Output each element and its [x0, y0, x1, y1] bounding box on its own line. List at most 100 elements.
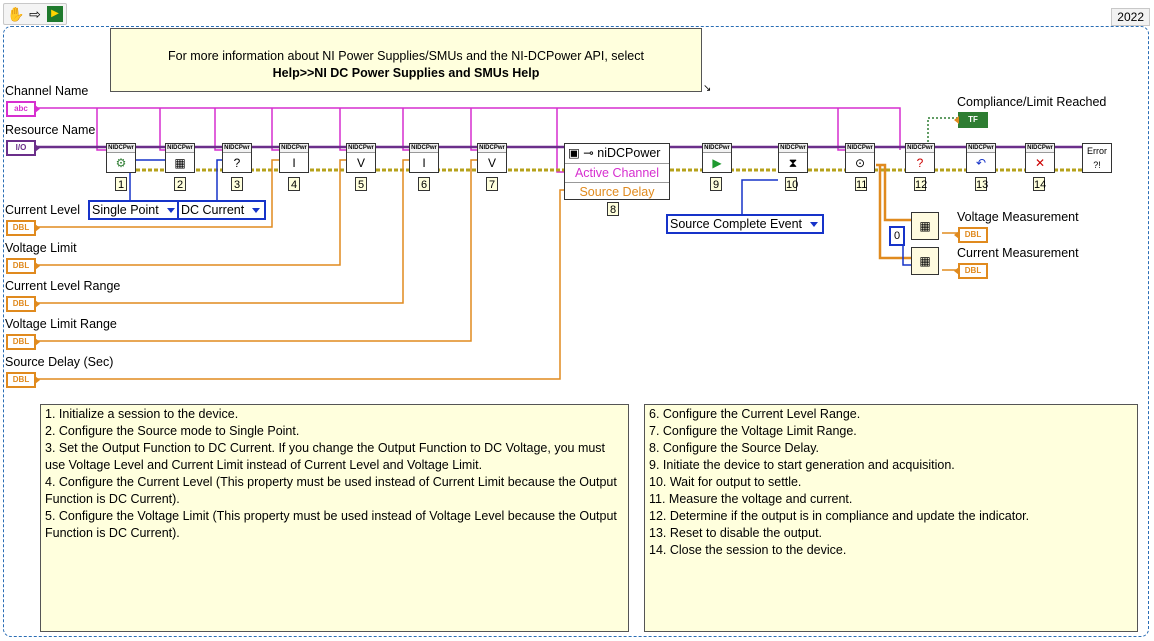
steps-comment-left: 1. Initialize a session to the device. 2… [40, 404, 629, 632]
wait-event-ring[interactable]: Source Complete Event [666, 214, 825, 234]
reference-icon: ▣ ⊸ [568, 146, 594, 160]
hourglass-icon: ⧗ [788, 156, 798, 170]
step-text: 11. Measure the voltage and current. [649, 492, 853, 506]
step-text: 6. Configure the Current Level Range. [649, 407, 861, 421]
compliance-indicator: TF [954, 112, 988, 128]
step-number: 5 [355, 177, 367, 191]
step-number: 6 [418, 177, 430, 191]
step-number: 1 [115, 177, 127, 191]
current-measurement-indicator: DBL [954, 263, 988, 279]
step-number: 12 [914, 177, 928, 191]
voltage-limit-icon: V [356, 156, 365, 170]
subvi-header: NIDCPwr [846, 144, 874, 153]
channel-name-label: Channel Name [5, 84, 89, 98]
info-line-1: For more information about NI Power Supp… [168, 49, 644, 63]
block-diagram-frame [3, 26, 1149, 637]
compliance-icon: ? [916, 156, 924, 170]
resize-corner-icon: ↘ [703, 83, 712, 94]
measure-icon: ⊙ [854, 156, 866, 170]
step-number: 9 [710, 177, 722, 191]
step-text: 2. Configure the Source mode to Single P… [45, 424, 300, 438]
step-number: 7 [486, 177, 498, 191]
subvi-header: NIDCPwr [478, 144, 506, 153]
close-icon: ✕ [1034, 156, 1046, 170]
output-function-icon: ? [233, 156, 241, 170]
subvi-header: NIDCPwr [347, 144, 375, 153]
initiate-subvi[interactable]: NIDCPwr▶ [702, 143, 732, 173]
subvi-header: NIDCPwr [410, 144, 438, 153]
index-array-current[interactable]: ▦ [911, 247, 939, 275]
output-function-ring[interactable]: DC Current [177, 200, 267, 220]
property-node[interactable]: ▣ ⊸ niDCPower Active Channel Source Dela… [564, 143, 670, 200]
initiate-icon: ▶ [712, 156, 722, 170]
subvi-header: NIDCPwr [1026, 144, 1054, 153]
current-range-icon: I [422, 156, 426, 170]
step-text: 12. Determine if the output is in compli… [649, 509, 1030, 523]
index-array-voltage[interactable]: ▦ [911, 212, 939, 240]
subvi-header: NIDCPwr [166, 144, 194, 153]
diagram-toolbar: ✋ ⇨ ▶ [3, 3, 67, 25]
voltage-limit-control[interactable]: DBL [6, 258, 40, 274]
channel-name-control[interactable]: abc [6, 101, 40, 117]
initialize-subvi[interactable]: NIDCPwr ⚙ [106, 143, 136, 173]
subvi-header: NIDCPwr [107, 144, 135, 153]
array-grid-icon: ▦ [919, 254, 931, 268]
step-number: 14 [1033, 177, 1047, 191]
subvi-header: NIDCPwr [967, 144, 995, 153]
configure-output-function-subvi[interactable]: NIDCPwr? [222, 143, 252, 173]
step-number: 13 [975, 177, 989, 191]
step-number: 10 [785, 177, 799, 191]
subvi-header: NIDCPwr [280, 144, 308, 153]
compliance-label: Compliance/Limit Reached [957, 95, 1107, 109]
step-number: 8 [607, 202, 619, 216]
step-text: 13. Reset to disable the output. [649, 526, 823, 540]
source-mode-ring[interactable]: Single Point [88, 200, 181, 220]
subvi-header: NIDCPwr [906, 144, 934, 153]
property-active-channel[interactable]: Active Channel [565, 163, 669, 182]
configure-source-mode-subvi[interactable]: NIDCPwr ▦ [165, 143, 195, 173]
simple-error-handler[interactable]: Error ?! [1082, 143, 1112, 173]
version-badge: 2022 [1111, 8, 1150, 26]
step-text: 4. Configure the Current Level (This pro… [45, 475, 617, 506]
initialize-icon: ⚙ [115, 156, 127, 170]
current-level-icon: I [292, 156, 296, 170]
step-number: 11 [855, 177, 868, 191]
wait-for-event-subvi[interactable]: NIDCPwr ⧗ [778, 143, 808, 173]
resource-name-control[interactable]: I/O [6, 140, 40, 156]
voltage-limit-range-control[interactable]: DBL [6, 334, 40, 350]
current-level-control[interactable]: DBL [6, 220, 40, 236]
property-source-delay[interactable]: Source Delay [565, 182, 669, 201]
source-delay-control[interactable]: DBL [6, 372, 40, 388]
arrow-icon[interactable]: ⇨ [29, 6, 41, 22]
step-text: 3. Set the Output Function to DC Current… [45, 441, 606, 472]
info-comment: For more information about NI Power Supp… [110, 28, 702, 92]
source-mode-icon: ▦ [174, 156, 186, 170]
hand-icon[interactable]: ✋ [7, 6, 25, 22]
property-node-title: ▣ ⊸ niDCPower [568, 146, 661, 160]
source-delay-label: Source Delay (Sec) [5, 355, 114, 369]
step-text: 9. Initiate the device to start generati… [649, 458, 955, 472]
info-line-2: Help>>NI DC Power Supplies and SMUs Help [272, 66, 540, 80]
array-index-constant[interactable]: 0 [889, 226, 905, 246]
current-measurement-label: Current Measurement [957, 246, 1079, 260]
step-text: 10. Wait for output to settle. [649, 475, 802, 489]
current-level-range-control[interactable]: DBL [6, 296, 40, 312]
step-text: 8. Configure the Source Delay. [649, 441, 820, 455]
close-subvi[interactable]: NIDCPwr ✕ [1025, 143, 1055, 173]
current-level-range-label: Current Level Range [5, 279, 121, 293]
query-in-compliance-subvi[interactable]: NIDCPwr? [905, 143, 935, 173]
highlight-icon[interactable]: ▶ [47, 6, 63, 22]
subvi-header: NIDCPwr [779, 144, 807, 153]
measure-multiple-subvi[interactable]: NIDCPwr ⊙ [845, 143, 875, 173]
reset-icon: ↶ [975, 156, 987, 170]
step-number: 3 [231, 177, 243, 191]
array-grid-icon: ▦ [919, 219, 931, 233]
step-number: 2 [174, 177, 186, 191]
step-text: 7. Configure the Voltage Limit Range. [649, 424, 857, 438]
subvi-header: NIDCPwr [223, 144, 251, 153]
reset-subvi[interactable]: NIDCPwr ↶ [966, 143, 996, 173]
